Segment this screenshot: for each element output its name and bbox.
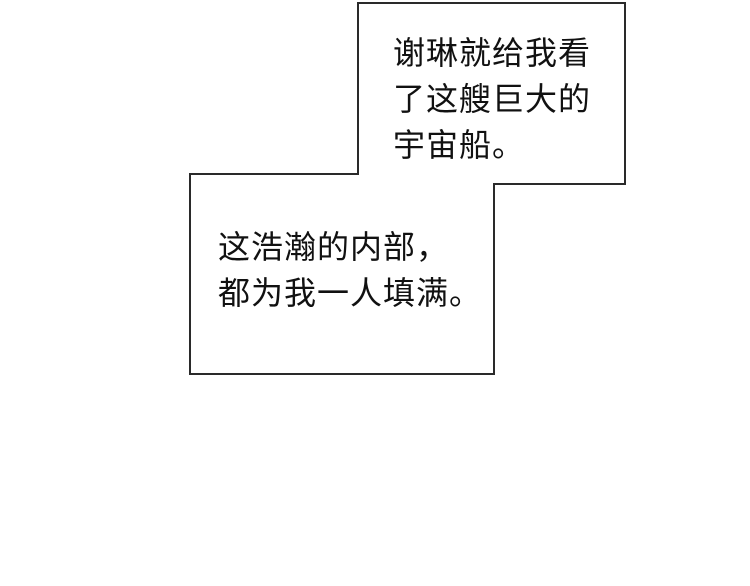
caption-line: 都为我一人填满。 — [218, 274, 483, 312]
caption-box-bottom: 这浩瀚的内部， 都为我一人填满。 — [218, 224, 482, 316]
caption-line: 宇宙船。 — [393, 126, 526, 164]
caption-line: 这浩瀚的内部， — [218, 228, 450, 266]
caption-line: 谢琳就给我看 — [393, 34, 592, 72]
caption-line: 了这艘巨大的 — [393, 80, 592, 118]
caption-box-top: 谢琳就给我看 了这艘巨大的 宇宙船。 — [393, 30, 591, 168]
